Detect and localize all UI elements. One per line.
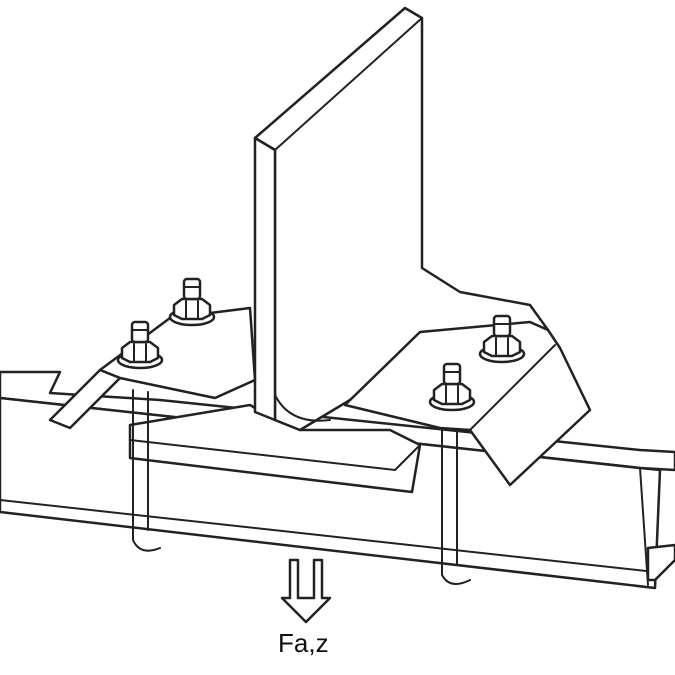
force-label: Fa,z <box>278 628 329 658</box>
bolt-nut-icon <box>116 320 164 370</box>
bolt-nut-icon <box>168 277 216 327</box>
u-bolts <box>132 389 471 585</box>
bolt-nut-icon <box>478 314 526 364</box>
bolt-nut-icon <box>428 362 476 412</box>
hollow-down-arrow-icon <box>280 558 332 624</box>
